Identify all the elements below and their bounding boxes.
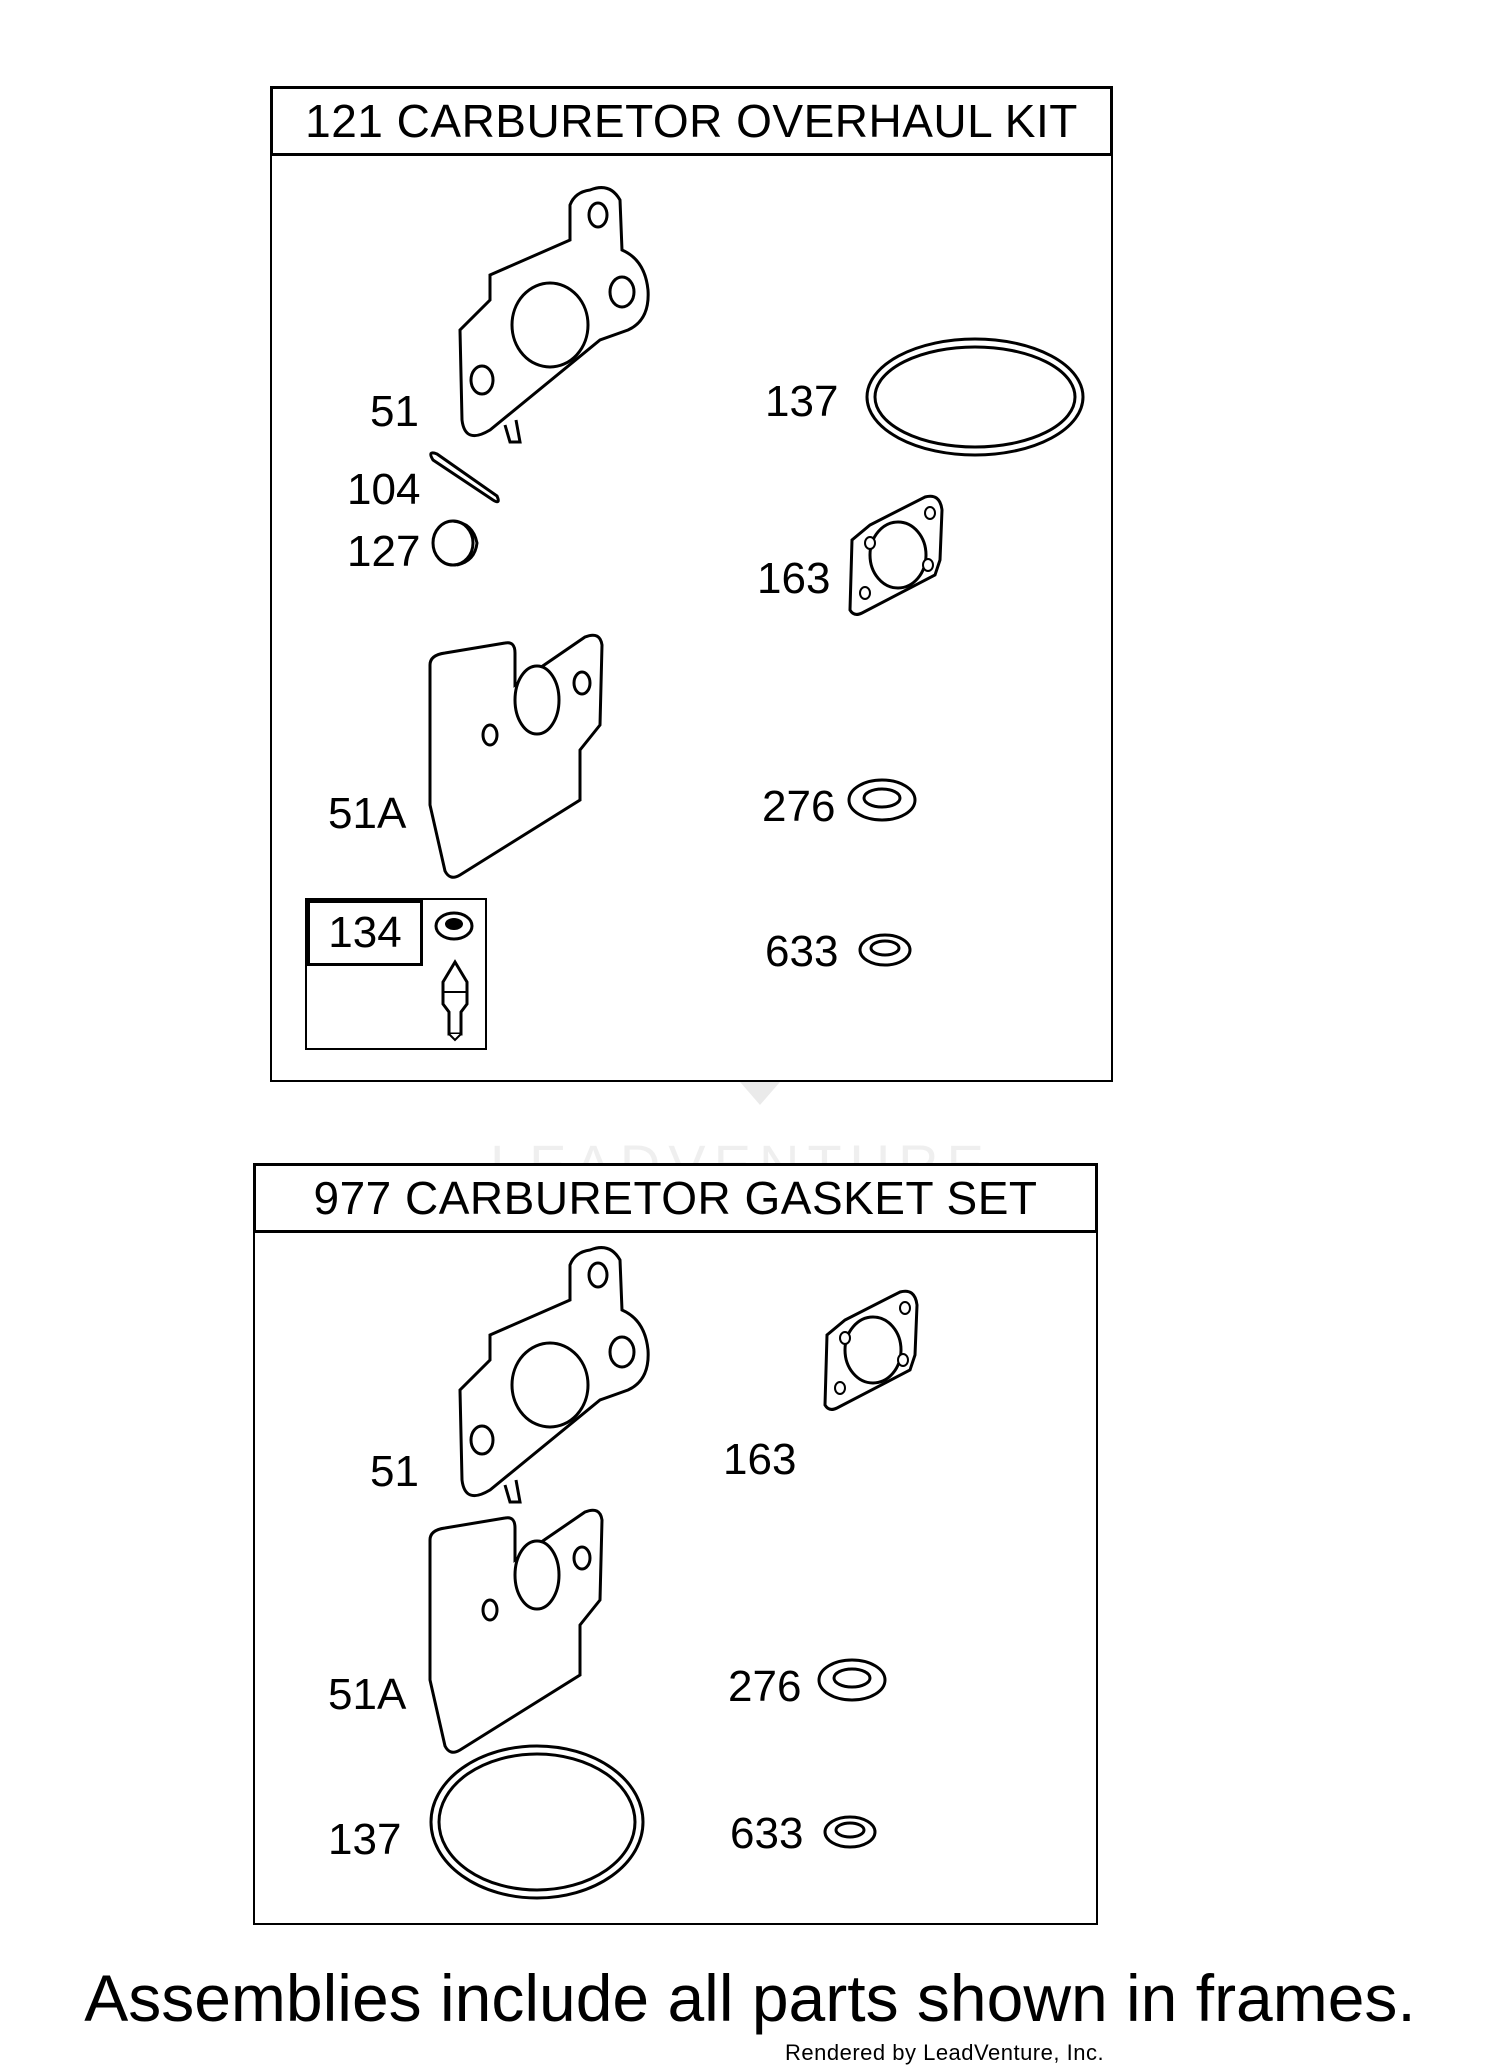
o-ring-icon [860,330,1090,465]
part-label-163: 163 [723,1435,797,1484]
part-label-137: 137 [328,1815,402,1864]
washer-icon [820,1812,880,1852]
part-label-276: 276 [728,1662,802,1711]
carburetor-gasket-icon [450,1240,660,1510]
insulator-plate-icon [420,1500,615,1760]
float-pin-icon [425,450,505,510]
part-label-137: 137 [765,377,839,426]
part-label-276: 276 [762,782,836,831]
render-credit: Rendered by LeadVenture, Inc. [785,2040,1105,2065]
part-label-51: 51 [370,387,419,436]
washer-icon [855,930,915,970]
part-label-51a: 51A [328,1670,407,1719]
gasket-set-title: 977 CARBURETOR GASKET SET [253,1163,1098,1233]
part-label-633: 633 [765,927,839,976]
subassembly-title-134: 134 [307,900,423,966]
inlet-needle-icon [435,960,475,1042]
inlet-needle-seat-icon [432,908,476,944]
part-label-163: 163 [757,554,831,603]
washer-icon [815,1655,890,1705]
overhaul-kit-title: 121 CARBURETOR OVERHAUL KIT [270,86,1113,156]
washer-icon [845,775,920,825]
part-label-51a: 51A [328,789,407,838]
part-label-104: 104 [347,465,421,514]
carburetor-gasket-icon [450,180,660,450]
small-gasket-icon [840,485,955,620]
small-gasket-icon [815,1280,930,1415]
part-label-127: 127 [347,527,421,576]
overhaul-kit-frame [270,110,1113,1082]
welch-plug-icon [425,515,485,570]
insulator-plate-icon [420,625,615,885]
o-ring-icon [425,1740,650,1905]
part-label-51: 51 [370,1447,419,1496]
inlet-needle-subframe [305,898,487,1050]
gasket-set-frame [253,1185,1098,1925]
assemblies-note: Assemblies include all parts shown in fr… [84,1961,1416,2035]
part-label-633: 633 [730,1809,804,1858]
